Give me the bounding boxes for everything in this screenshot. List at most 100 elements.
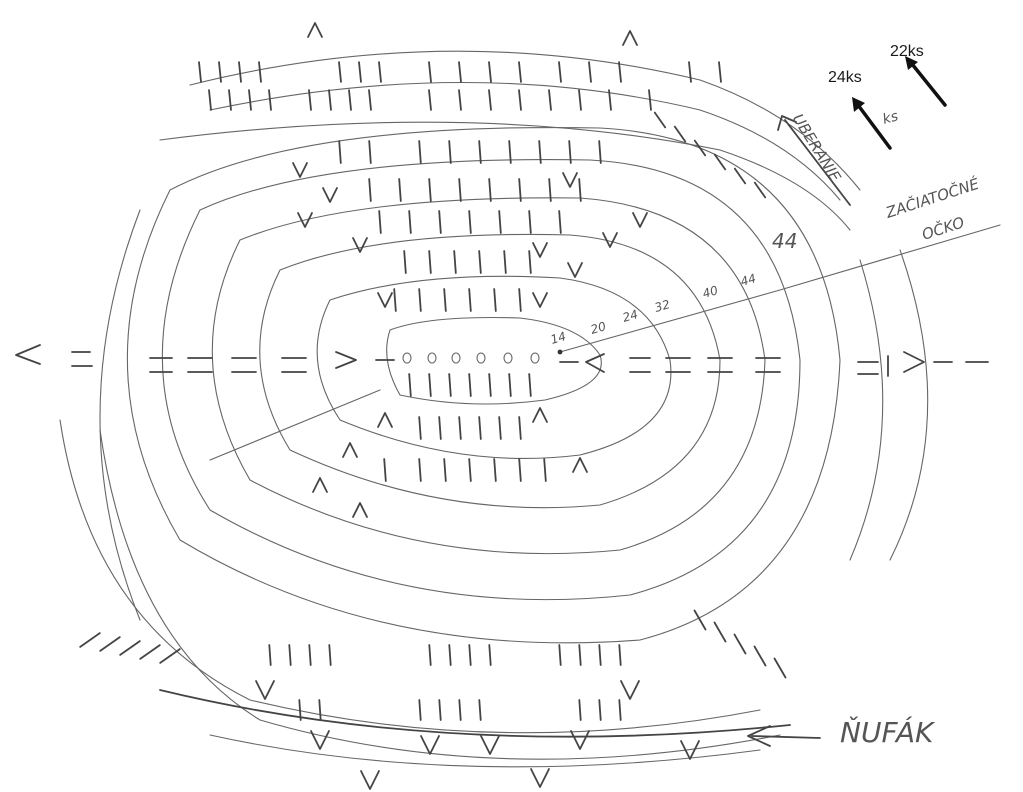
increase-mark bbox=[360, 770, 380, 790]
stitch-mark bbox=[428, 89, 432, 111]
stitch-mark bbox=[428, 644, 432, 666]
round-count-32: 32 bbox=[653, 297, 672, 315]
round-count-20: 20 bbox=[589, 319, 608, 337]
label-ks-note: ks bbox=[881, 108, 900, 127]
increase-mark bbox=[680, 740, 700, 760]
stitch-mark bbox=[578, 644, 582, 666]
stitch-mark bbox=[418, 140, 422, 164]
stitch-mark bbox=[733, 167, 747, 185]
stitch-mark bbox=[518, 416, 522, 440]
stitch-mark bbox=[378, 210, 382, 234]
stitch-mark bbox=[438, 699, 442, 721]
stitch-mark bbox=[458, 178, 462, 202]
increase-mark bbox=[352, 237, 368, 253]
stitch-mark bbox=[503, 250, 507, 274]
stitch-mark bbox=[578, 178, 582, 202]
stitch-mark bbox=[518, 89, 522, 111]
top-rows bbox=[159, 50, 861, 231]
stitch-mark bbox=[408, 210, 412, 234]
stitch-mark bbox=[733, 633, 747, 655]
increase-mark bbox=[297, 212, 313, 228]
round-count-24: 24 bbox=[621, 307, 640, 325]
increase-mark bbox=[632, 212, 648, 228]
increase-mark bbox=[420, 735, 440, 755]
outer-count-44: 44 bbox=[772, 229, 797, 253]
stitch-mark bbox=[493, 288, 497, 312]
label-24ks: 24ks bbox=[828, 69, 862, 86]
stitch-mark bbox=[308, 89, 312, 111]
stitch-mark bbox=[518, 288, 522, 312]
stitch-mark bbox=[238, 61, 242, 83]
increase-mark bbox=[532, 242, 548, 258]
stitch-mark bbox=[418, 458, 422, 482]
arrow-heel bbox=[747, 725, 821, 747]
increase-mark bbox=[377, 292, 393, 308]
stitch-mark bbox=[99, 636, 121, 652]
chain-stitch bbox=[503, 352, 513, 364]
stitch-mark bbox=[448, 373, 452, 397]
round-2 bbox=[316, 275, 672, 459]
stitch-mark bbox=[508, 373, 512, 397]
decrease-mark bbox=[342, 442, 358, 458]
label-start-1: ZAČIATOČNÉ bbox=[882, 174, 981, 222]
stitch-mark bbox=[498, 416, 502, 440]
decrease-mark bbox=[312, 477, 328, 493]
stitch-mark bbox=[538, 140, 542, 164]
stitch-mark bbox=[578, 89, 582, 111]
stitch-mark bbox=[468, 644, 472, 666]
stitch-mark bbox=[308, 644, 312, 666]
increase-mark bbox=[480, 735, 500, 755]
stitch-mark bbox=[488, 61, 492, 83]
stitch-mark bbox=[608, 89, 612, 111]
stitch-mark bbox=[468, 458, 472, 482]
decrease-mark bbox=[307, 22, 323, 38]
chain-stitch bbox=[402, 352, 412, 364]
left-arc-outer bbox=[99, 209, 141, 621]
stitch-mark bbox=[618, 61, 622, 83]
stitch-mark bbox=[528, 210, 532, 234]
decrease-mark bbox=[622, 30, 638, 46]
label-heel: ŇUFÁK bbox=[840, 715, 936, 749]
arrow-22ks bbox=[905, 56, 947, 107]
stitch-mark bbox=[248, 89, 252, 111]
stitch-mark bbox=[753, 181, 767, 199]
stitch-mark bbox=[598, 644, 602, 666]
stitch-mark bbox=[368, 89, 372, 111]
stitch-mark bbox=[288, 644, 292, 666]
stitch-mark bbox=[548, 178, 552, 202]
stitch-marks bbox=[79, 22, 787, 790]
stitch-mark bbox=[518, 61, 522, 83]
round-5 bbox=[161, 159, 801, 601]
stitch-mark bbox=[368, 140, 372, 164]
stitch-mark bbox=[558, 210, 562, 234]
stitch-mark bbox=[368, 178, 372, 202]
right-arc-outer bbox=[889, 249, 929, 561]
stitch-mark bbox=[598, 140, 602, 164]
increase-mark bbox=[322, 187, 338, 203]
stitch-mark bbox=[139, 644, 161, 660]
decrease-mark bbox=[532, 407, 548, 423]
stitch-mark bbox=[443, 458, 447, 482]
stitch-mark bbox=[418, 288, 422, 312]
stitch-mark bbox=[79, 632, 101, 648]
stitch-mark bbox=[458, 699, 462, 721]
increase-mark bbox=[530, 768, 550, 788]
stitch-mark bbox=[318, 699, 322, 721]
stitch-mark bbox=[418, 416, 422, 440]
stitch-mark bbox=[458, 416, 462, 440]
stitch-mark bbox=[673, 125, 687, 143]
increase-mark bbox=[532, 292, 548, 308]
round-3 bbox=[259, 233, 721, 509]
stitch-mark bbox=[428, 61, 432, 83]
stitch-mark bbox=[548, 89, 552, 111]
stitch-mark bbox=[478, 416, 482, 440]
top-row-line-3 bbox=[159, 121, 851, 231]
bottom-rows bbox=[59, 209, 929, 768]
stitch-mark bbox=[653, 111, 667, 129]
bottom-row-line-4 bbox=[209, 734, 761, 768]
stitch-mark bbox=[328, 89, 332, 111]
stitch-mark bbox=[428, 178, 432, 202]
stitch-mark bbox=[398, 178, 402, 202]
stitch-mark bbox=[488, 89, 492, 111]
stitch-mark bbox=[218, 61, 222, 83]
